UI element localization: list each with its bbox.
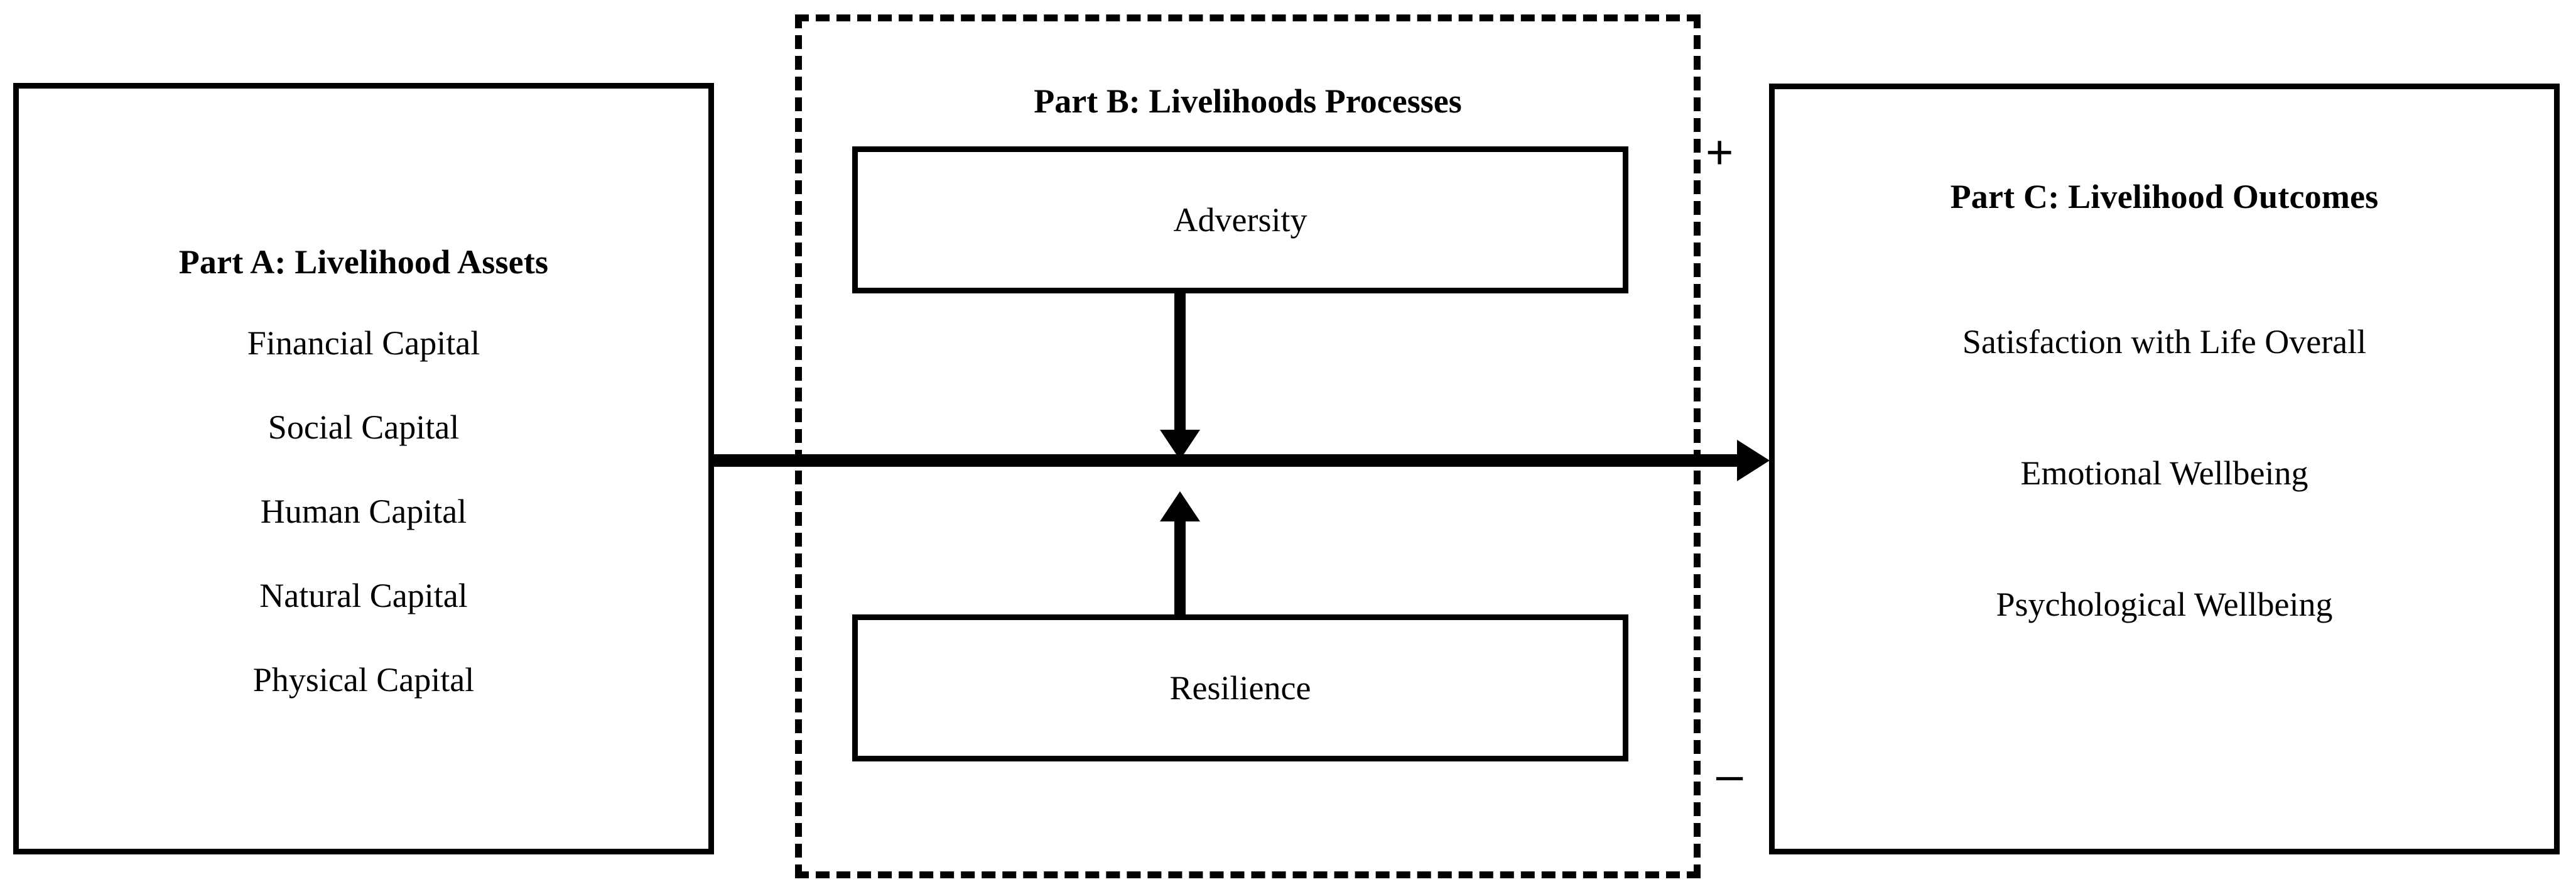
list-item: Financial Capital: [247, 324, 480, 362]
resilience-label: Resilience: [1169, 669, 1311, 707]
list-item: Psychological Wellbeing: [1996, 586, 2333, 623]
part-c-list: Satisfaction with Life Overall Emotional…: [1775, 325, 2554, 621]
adversity-moderator-arrowhead: [1160, 430, 1200, 460]
assets-to-outcomes-line: [711, 454, 1741, 467]
adversity-label: Adversity: [1173, 201, 1307, 239]
resilience-box: Resilience: [852, 614, 1628, 761]
part-a-list: Financial Capital Social Capital Human C…: [19, 326, 708, 697]
list-item: Satisfaction with Life Overall: [1962, 323, 2367, 361]
list-item: Natural Capital: [259, 577, 468, 614]
assets-to-outcomes-arrowhead: [1737, 440, 1770, 481]
list-item: Social Capital: [268, 408, 460, 446]
adversity-box: Adversity: [852, 146, 1628, 293]
negative-sign: –: [1716, 748, 1743, 802]
adversity-moderator-line: [1174, 293, 1186, 430]
list-item: Emotional Wellbeing: [2020, 454, 2308, 492]
list-item: Physical Capital: [252, 661, 475, 699]
positive-sign: +: [1706, 126, 1734, 179]
part-a-title: Part A: Livelihood Assets: [178, 243, 549, 281]
part-c-title: Part C: Livelihood Outcomes: [1950, 178, 2379, 215]
part-a-box: Part A: Livelihood Assets Financial Capi…: [13, 83, 714, 854]
list-item: Human Capital: [260, 493, 467, 530]
part-c-box: Part C: Livelihood Outcomes Satisfaction…: [1769, 84, 2560, 854]
part-b-title: Part B: Livelihoods Processes: [1034, 82, 1462, 120]
resilience-moderator-line: [1174, 521, 1186, 616]
part-b-dashed-container: [795, 14, 1701, 878]
resilience-moderator-arrowhead: [1160, 491, 1200, 521]
